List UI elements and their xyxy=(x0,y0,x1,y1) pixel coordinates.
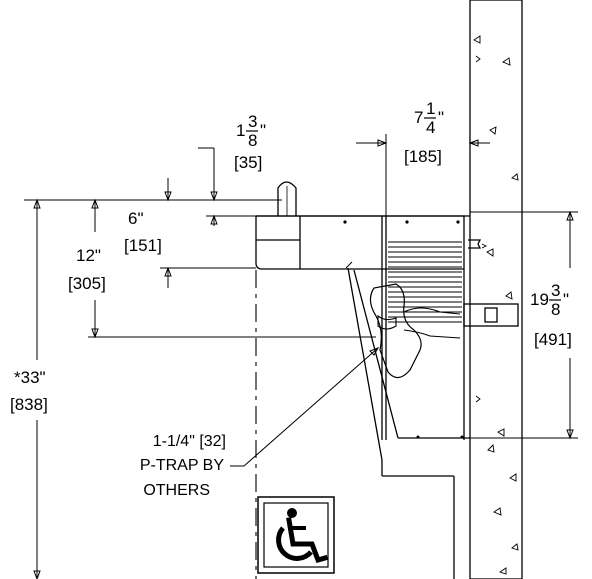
svg-text:[35]: [35] xyxy=(234,153,262,172)
dim-basin-depth-metric: [151] xyxy=(124,236,162,255)
dim-spout-height: 1 3 8 " [35] xyxy=(234,112,266,172)
dim-wall-offset: 7 1 4 " [185] xyxy=(404,99,444,166)
svg-text:8: 8 xyxy=(551,300,560,319)
svg-text:P-TRAP BY: P-TRAP BY xyxy=(140,457,225,474)
dim-knee-clearance-label: 12" xyxy=(76,246,101,265)
dim-rim-height-metric: [838] xyxy=(10,395,48,414)
svg-text:3: 3 xyxy=(248,112,257,131)
svg-text:": " xyxy=(438,108,444,127)
dim-basin-depth-label: 6" xyxy=(128,209,144,228)
wall-section xyxy=(469,0,523,579)
svg-text:4: 4 xyxy=(426,118,435,137)
svg-text:OTHERS: OTHERS xyxy=(143,482,210,499)
svg-text:1: 1 xyxy=(236,121,245,140)
svg-text:19: 19 xyxy=(530,290,549,309)
bubbler-icon xyxy=(277,181,297,216)
svg-text:": " xyxy=(260,121,266,140)
dim-unit-height: 19 3 8 " [491] xyxy=(530,281,572,349)
svg-text:[491]: [491] xyxy=(534,330,572,349)
ptrap-note: 1-1/4" [32] P-TRAP BY OTHERS xyxy=(140,433,226,499)
svg-text:1-1/4" [32]: 1-1/4" [32] xyxy=(153,433,226,450)
dim-knee-clearance-metric: [305] xyxy=(68,274,106,293)
svg-text:1: 1 xyxy=(426,99,435,118)
dimension-lines xyxy=(24,134,578,579)
dim-rim-height-label: *33" xyxy=(14,368,46,387)
svg-text:": " xyxy=(563,290,569,309)
svg-text:3: 3 xyxy=(551,281,560,300)
svg-text:7: 7 xyxy=(414,108,423,127)
svg-text:8: 8 xyxy=(248,131,257,150)
fountain-unit xyxy=(255,181,519,579)
wheelchair-accessible-icon xyxy=(257,496,335,574)
svg-text:[185]: [185] xyxy=(404,147,442,166)
